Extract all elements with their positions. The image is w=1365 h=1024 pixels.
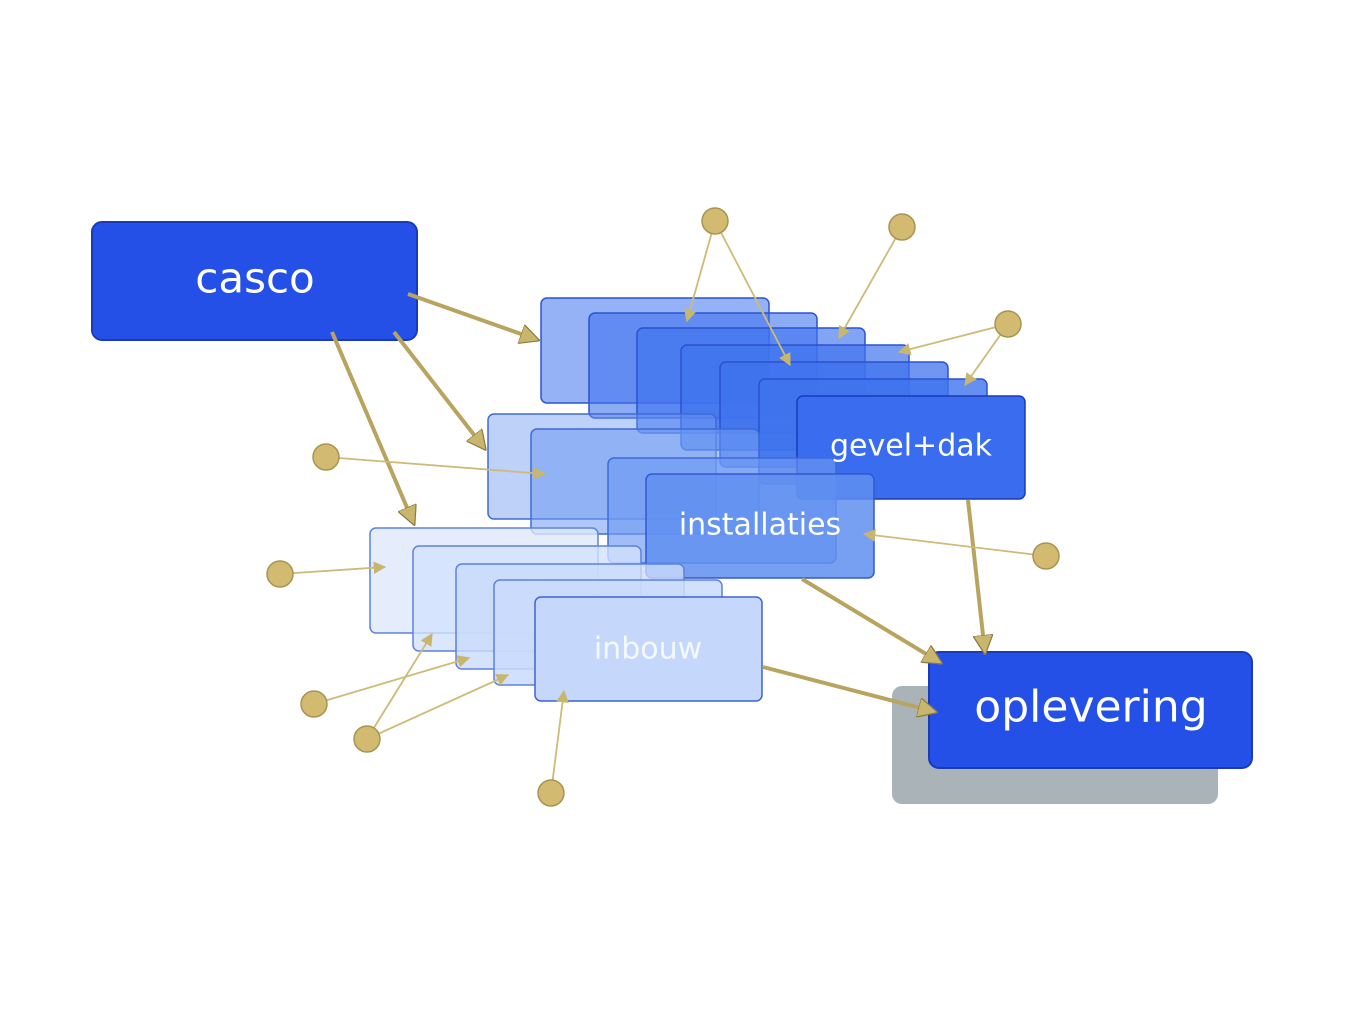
- arrow-casco-installaties: [392, 330, 485, 449]
- input-dot: [266, 560, 294, 588]
- oplevering-label: oplevering: [974, 681, 1208, 733]
- input-dot: [300, 690, 328, 718]
- input-dots: [266, 207, 1060, 807]
- inbouw-box: [534, 596, 763, 702]
- input-dot: [701, 207, 729, 235]
- arrow-casco-gevel: [407, 292, 538, 340]
- arrow-casco-inbouw: [330, 331, 414, 524]
- arrow-inbouw-oplevering: [762, 665, 936, 712]
- installaties-stack: [487, 413, 875, 579]
- input-dot: [353, 725, 381, 753]
- installaties-label: installaties: [678, 507, 842, 543]
- arrow-installaties-oplevering: [800, 577, 941, 663]
- casco-label: casco: [195, 253, 315, 303]
- input-dot: [1032, 542, 1060, 570]
- arrow-gevel-oplevering: [966, 499, 985, 653]
- main-flow-arrows: [330, 292, 985, 712]
- input-dot: [888, 213, 916, 241]
- input-dot: [312, 443, 340, 471]
- inbouw-label: inbouw: [593, 631, 703, 667]
- installaties-box: [645, 473, 875, 579]
- gevel-dak-stack: [540, 297, 1026, 500]
- input-dot: [994, 310, 1022, 338]
- inbouw-stack: [369, 527, 763, 702]
- input-dot: [537, 779, 565, 807]
- casco-box: [91, 221, 418, 341]
- input-arrows: [279, 220, 1047, 794]
- gevel-dak-label: gevel+dak: [830, 428, 992, 464]
